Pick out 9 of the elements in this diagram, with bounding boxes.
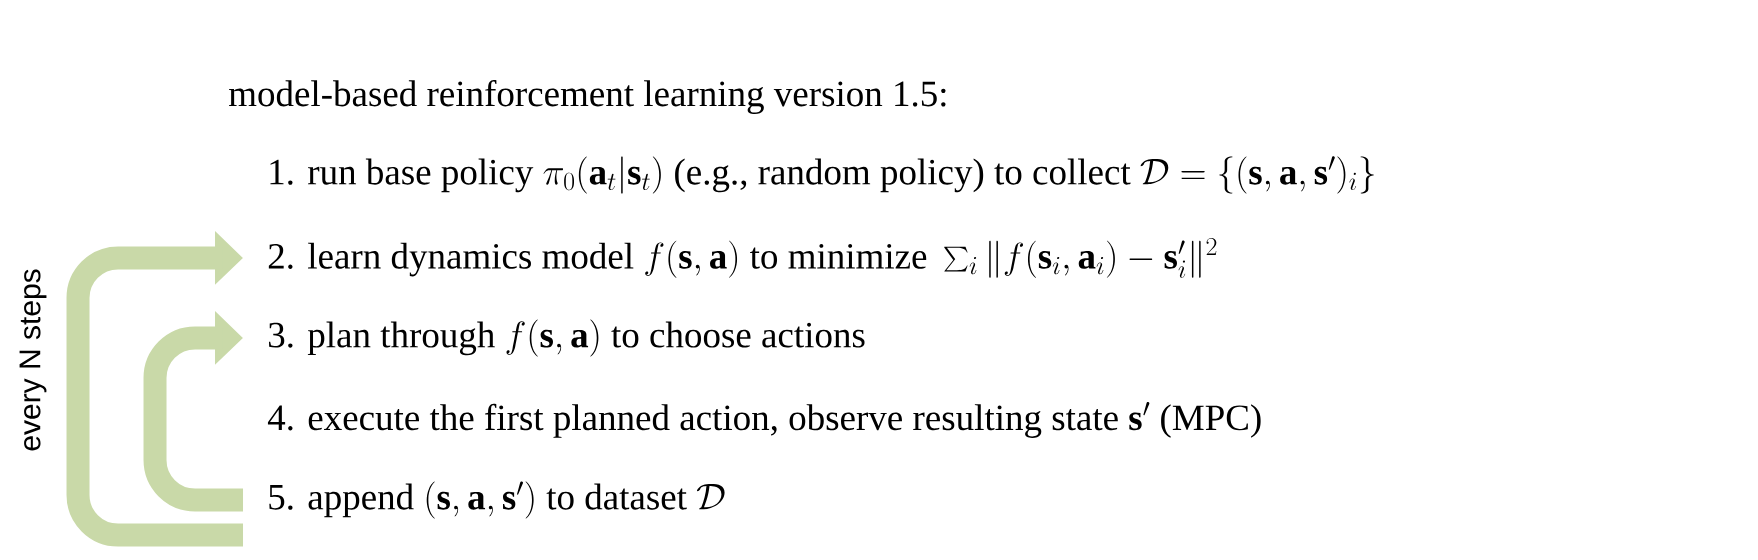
step-text: $\text{1. run base policy } \pi_0(\mathbf{a}_t|\mathbf{s}_t) \text{ (e.g., random policy) to collect } \mathcal{D}=\{(\mathbf{s},\mathbf{a},\mathbf{s}')_i\}$ xyxy=(270,156,1374,194)
step-text: $\text{5. append } (\mathbf{s},\mathbf{a},\mathbf{s}') \text{ to dataset } \mathcal{D}$ xyxy=(269,481,725,519)
loop-arrow xyxy=(143,311,243,512)
step-text: $\text{4. execute the first planned action, observe resulting state } \mathbf{s}' \text{ (MPC)}$ xyxy=(267,402,1261,438)
step-text: $\text{3. plan through } f(\mathbf{s},\mathbf{a}) \text{ to choose actions}$ xyxy=(269,319,865,357)
loop-arrow xyxy=(66,231,243,547)
edge-label: every N steps xyxy=(17,266,49,454)
heading: model-based reinforcement learning version 1.5: xyxy=(229,80,946,114)
step-text: $\text{2. learn dynamics model } f(\mathbf{s},\mathbf{a}) \text{ to minimize } \textstyle\sum_i \|f(\mathbf{s}_i,\mathbf{a}_i)-\mathbf{s}'_i\|^2$ xyxy=(268,237,1217,278)
